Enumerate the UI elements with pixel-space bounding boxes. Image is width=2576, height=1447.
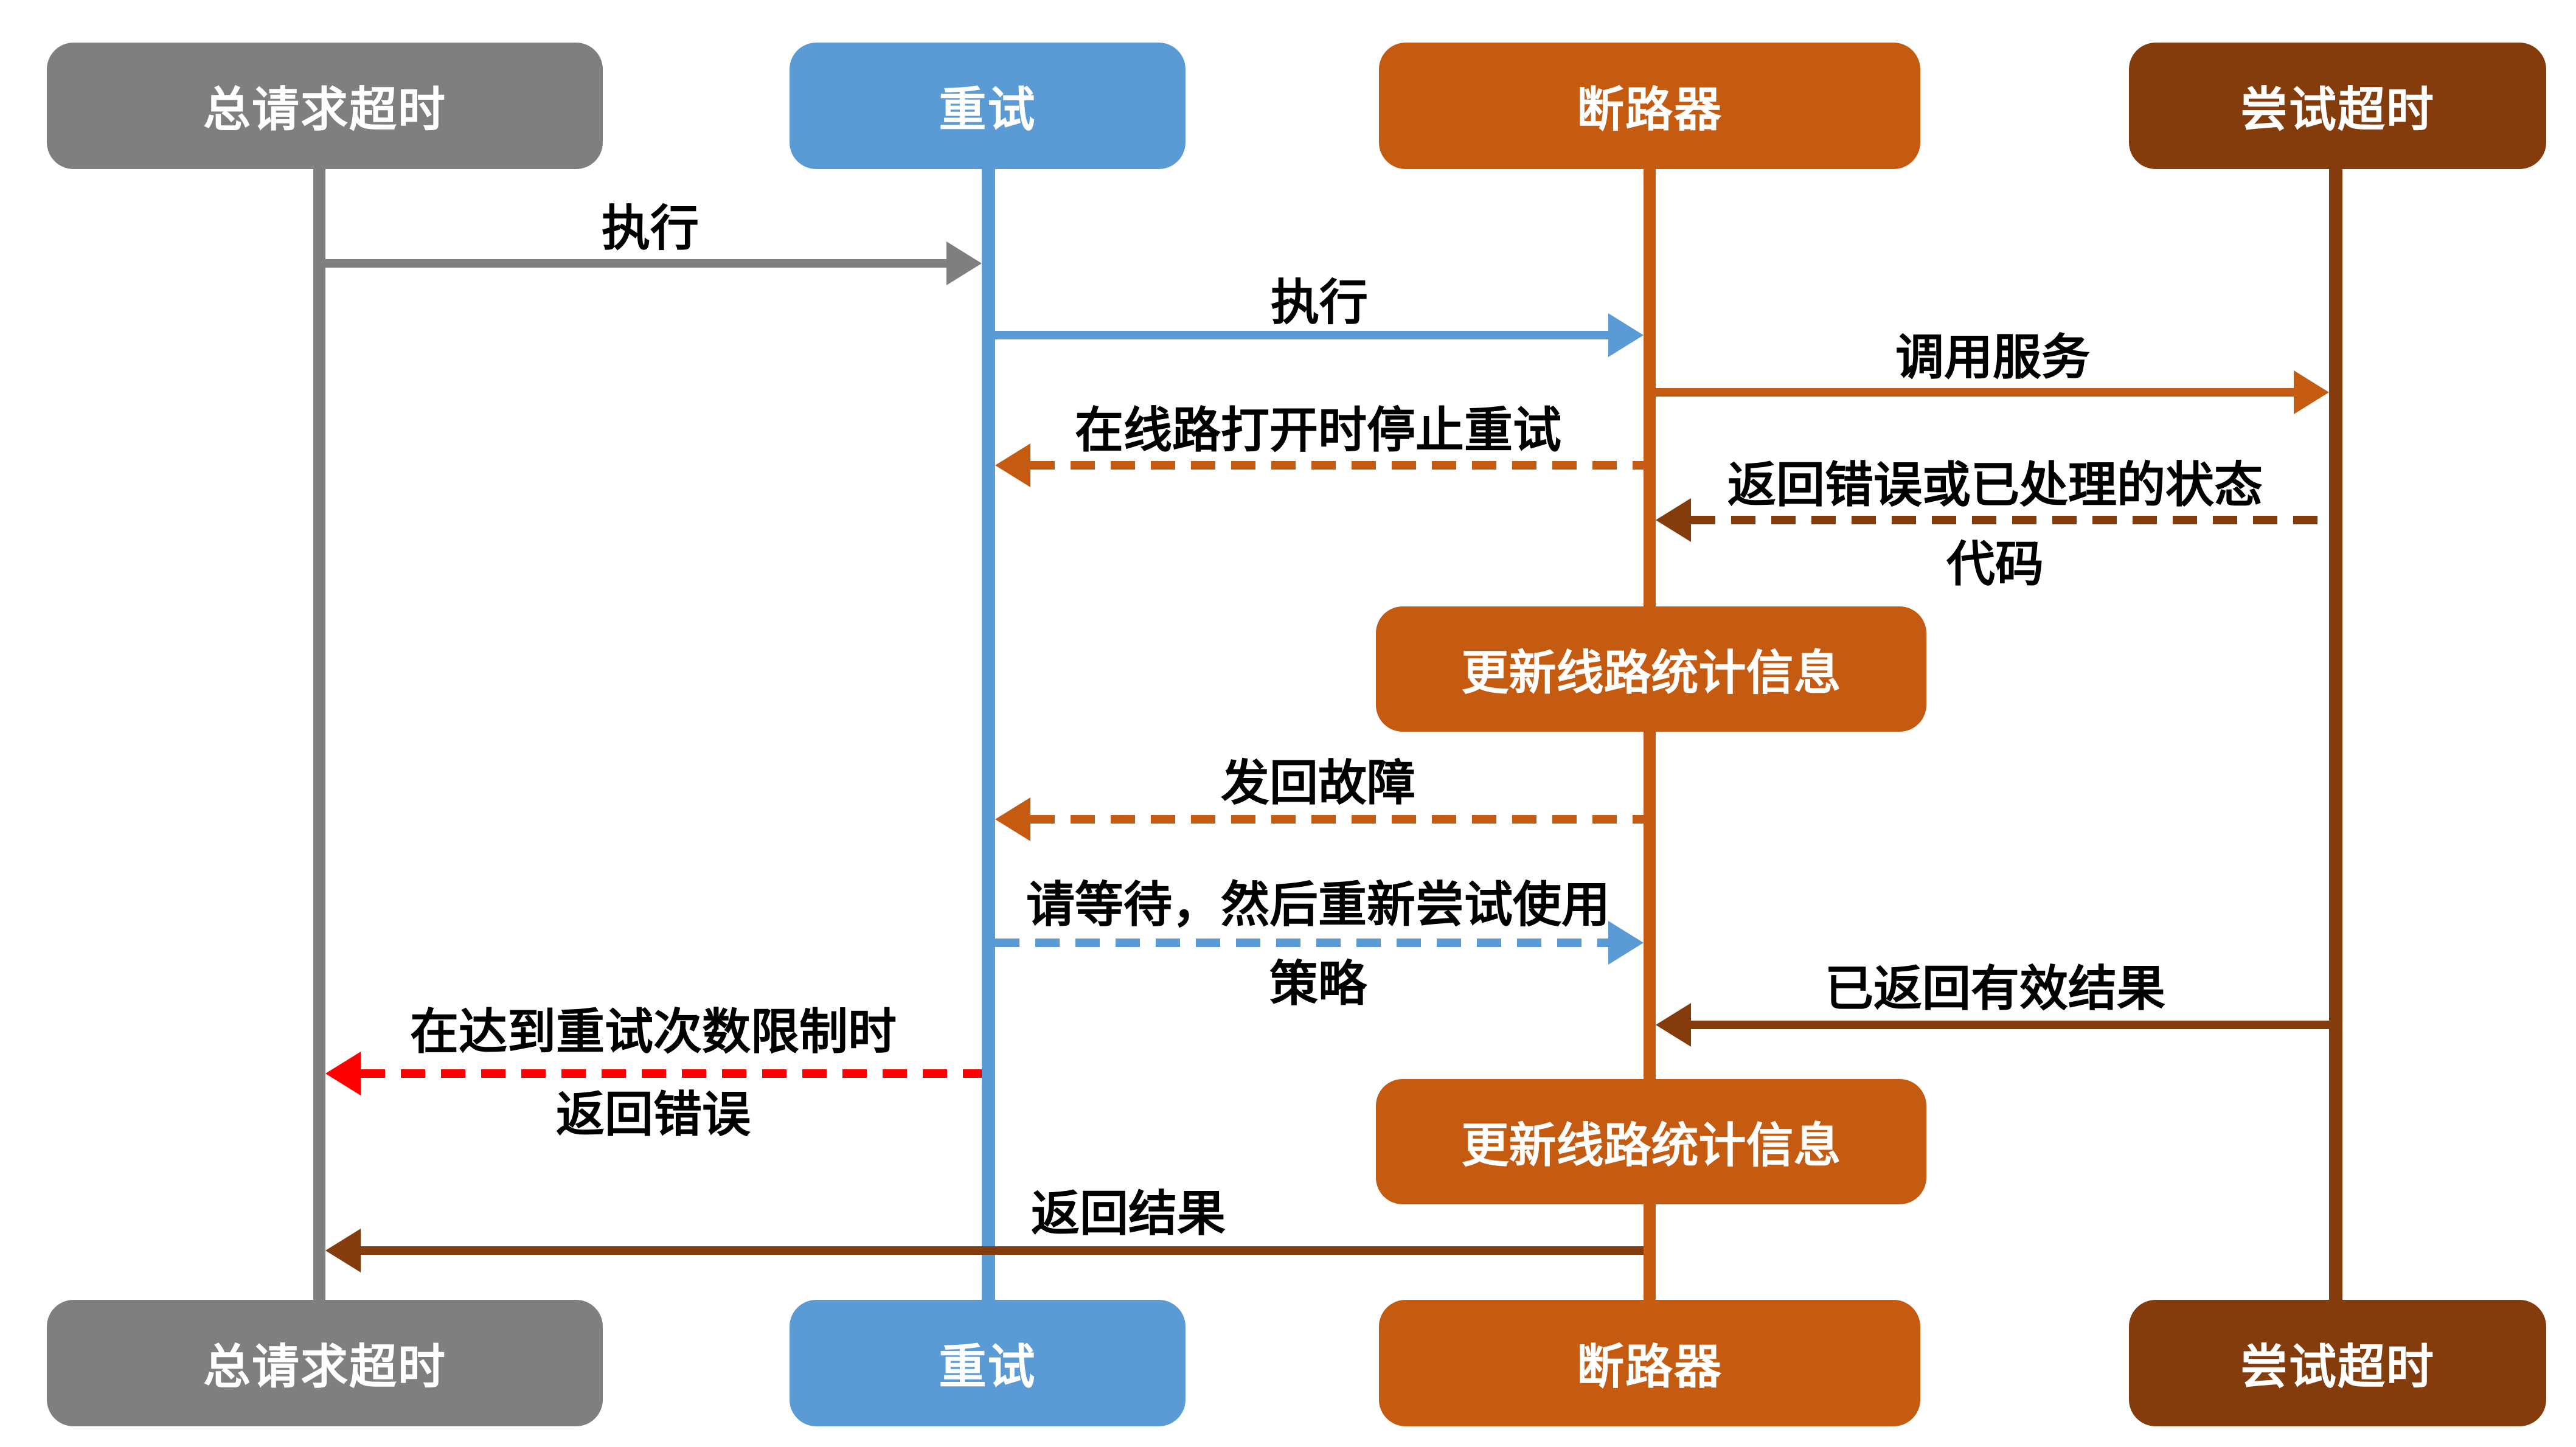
node-label: 总请求超时: [203, 83, 446, 136]
message-return-error-status-label-line2: 代码: [1946, 537, 2044, 591]
node-circuit-breaker-bottom: 断路器: [1379, 1300, 1920, 1426]
message-valid-result-label: 已返回有效结果: [1825, 962, 2165, 1016]
message-wait-then-retry-label-line1: 请等待，然后重新尝试使用: [1026, 878, 1610, 932]
node-label: 尝试超时: [2240, 83, 2435, 136]
node-label: 重试: [939, 83, 1036, 136]
message-return-result-line: [356, 1246, 1644, 1255]
message-send-back-fault-line: [1030, 815, 1644, 824]
message-call-service-arrowhead: [2294, 370, 2329, 414]
lifeline-retry: [982, 169, 995, 1300]
node-attempt-timeout-bottom: 尝试超时: [2129, 1300, 2546, 1426]
node-label: 总请求超时: [203, 1340, 446, 1393]
message-call-service-label: 调用服务: [1895, 330, 2090, 384]
node-label: 重试: [939, 1340, 1036, 1393]
message-send-back-fault-label: 发回故障: [1221, 756, 1415, 810]
node-retry-bottom: 重试: [790, 1300, 1186, 1426]
node-label: 尝试超时: [2240, 1340, 2435, 1393]
message-wait-then-retry-line: [995, 939, 1609, 947]
message-valid-result-arrowhead: [1656, 1003, 1691, 1047]
message-send-back-fault-arrowhead: [995, 797, 1030, 841]
node-label: 断路器: [1576, 1340, 1723, 1393]
node-retry-top: 重试: [790, 43, 1186, 169]
activation-update-stats-2: 更新线路统计信息: [1376, 1079, 1926, 1204]
message-call-service-line: [1656, 388, 2297, 397]
message-execute-1-line: [319, 259, 949, 268]
message-wait-then-retry-arrowhead: [1608, 921, 1644, 965]
message-return-error-status-arrowhead: [1656, 498, 1691, 542]
message-stop-retry-arrowhead: [995, 443, 1030, 487]
activation-label: 更新线路统计信息: [1461, 646, 1841, 699]
message-valid-result-line: [1686, 1021, 2329, 1029]
lifeline-circuit-breaker: [1644, 169, 1656, 1300]
message-execute-2-label: 执行: [1271, 276, 1368, 330]
node-attempt-timeout-top: 尝试超时: [2129, 43, 2546, 169]
message-execute-1-arrowhead: [946, 241, 982, 285]
message-stop-retry-line: [1030, 461, 1644, 470]
message-wait-then-retry-label-line2: 策略: [1269, 957, 1367, 1011]
message-return-error-status-label-line1: 返回错误或已处理的状态: [1727, 458, 2263, 512]
message-retry-limit-error-label-line1: 在达到重试次数限制时: [410, 1005, 897, 1059]
message-stop-retry-label: 在线路打开时停止重试: [1075, 403, 1561, 457]
node-label: 断路器: [1576, 83, 1723, 136]
message-retry-limit-error-arrowhead: [325, 1052, 361, 1095]
node-overall-request-timeout-bottom: 总请求超时: [47, 1300, 603, 1426]
message-return-result-label: 返回结果: [1031, 1187, 1226, 1241]
message-execute-2-line: [995, 331, 1613, 339]
node-circuit-breaker-top: 断路器: [1379, 43, 1920, 169]
message-return-error-status-line: [1691, 516, 2329, 524]
activation-update-stats-1: 更新线路统计信息: [1376, 606, 1926, 732]
node-overall-request-timeout-top: 总请求超时: [47, 43, 603, 169]
message-retry-limit-error-line: [361, 1069, 982, 1078]
lifeline-attempt-timeout: [2329, 169, 2342, 1300]
message-return-result-arrowhead: [325, 1229, 361, 1272]
message-execute-2-arrowhead: [1608, 313, 1644, 357]
message-execute-1-label: 执行: [602, 201, 699, 255]
lifeline-overall-request-timeout: [313, 169, 325, 1300]
activation-label: 更新线路统计信息: [1461, 1119, 1841, 1172]
message-retry-limit-error-label-line2: 返回错误: [556, 1088, 751, 1142]
